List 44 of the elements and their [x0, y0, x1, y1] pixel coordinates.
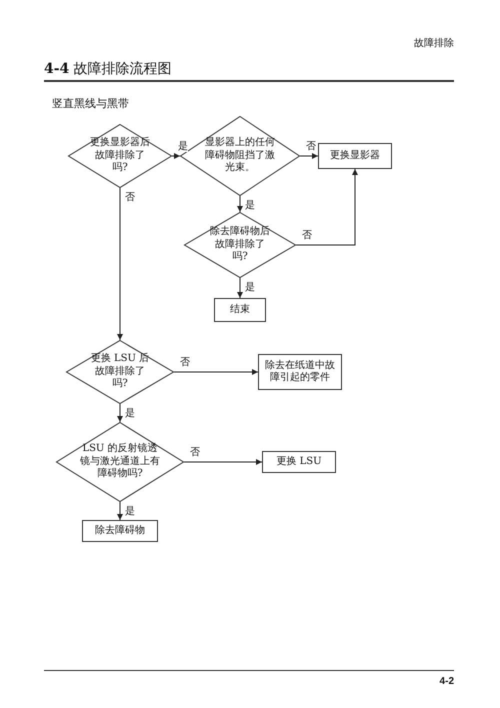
decision-diamond: [66, 340, 174, 404]
edge-label: 否: [180, 358, 190, 368]
arrow: [184, 459, 262, 465]
process-box: [318, 143, 392, 169]
process-box: [258, 354, 342, 390]
node-text: 除去障碍物: [94, 524, 146, 538]
node-text: 更换显影器: [329, 150, 381, 162]
arrow: [300, 153, 318, 159]
process-box: [262, 451, 336, 473]
node-text: 结束: [229, 304, 251, 316]
arrow: [237, 278, 243, 298]
arrow: [117, 502, 123, 520]
edge-label: 否: [306, 142, 316, 152]
edge-label: 是: [245, 201, 255, 211]
edge-label: 是: [125, 409, 135, 419]
decision-diamond: [184, 212, 296, 278]
arrow: [117, 404, 123, 422]
subheading: 竖直黑线与黑带: [52, 96, 129, 111]
node-text: 除去在纸道中故障引起的零件: [264, 360, 336, 384]
arrow: [237, 196, 243, 212]
edge-label: 否: [302, 231, 312, 241]
decision-diamond: [180, 116, 300, 196]
arrow: [174, 369, 258, 375]
node-text: 更换显影器后故障排除了吗?: [89, 137, 151, 175]
edge-label: 是: [245, 283, 255, 293]
node-text: 更换 LSU 后故障排除了吗?: [90, 353, 150, 391]
node-text: 显影器上的任何障碍物阻挡了激光束。: [204, 137, 276, 175]
edge-label: 否: [125, 193, 135, 203]
node-text: LSU 的反射镜透镜与激光通道上有障碍物吗?: [79, 443, 161, 481]
arrow: [172, 153, 180, 159]
section-title: 4-4 故障排除流程图: [44, 60, 172, 78]
decision-diamond: [68, 124, 172, 188]
edge-label: 是: [178, 142, 188, 152]
process-box: [82, 520, 158, 542]
page-number: 4-2: [440, 676, 454, 687]
header-text: 故障排除: [414, 36, 454, 50]
arrow: [296, 168, 358, 246]
node-text: 除去障碍物后故障排除了吗?: [209, 226, 271, 264]
edge-label: 是: [125, 507, 135, 517]
arrow: [117, 188, 123, 340]
node-text: 更换 LSU: [275, 456, 323, 468]
process-box: [214, 298, 266, 322]
edge-label: 否: [190, 448, 200, 458]
decision-diamond: [56, 422, 184, 502]
